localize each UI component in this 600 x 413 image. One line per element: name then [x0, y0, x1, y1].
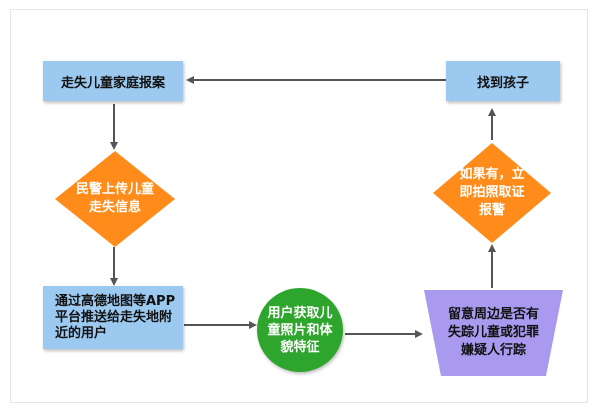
diamond-shape	[55, 151, 175, 247]
node-user-receive: 用户获取儿 童照片和体 貌特征	[257, 288, 343, 372]
node-user-receive-label: 用户获取儿 童照片和体 貌特征	[267, 305, 333, 355]
node-app-push-label: 通过高德地图等APP 平台推送给走失地附 近的用户	[55, 293, 176, 341]
node-family-report-label: 走失儿童家庭报案	[60, 75, 165, 91]
node-app-push: 通过高德地图等APP 平台推送给走失地附 近的用户	[43, 286, 183, 349]
trapezoid-shape	[424, 290, 563, 376]
node-family-report: 走失儿童家庭报案	[43, 61, 183, 101]
node-watch-surroundings: 留意周边是否有 失踪儿童或犯罪 嫌疑人行踪	[424, 290, 563, 376]
diamond-shape	[433, 143, 551, 243]
node-if-yes: 如果有，立 即拍照取证 报警	[432, 142, 552, 244]
node-watch-surroundings-label: 留意周边是否有 失踪儿童或犯罪 嫌疑人行踪	[447, 307, 539, 358]
node-child-found-label: 找到孩子	[476, 75, 529, 91]
node-if-yes-label: 如果有，立 即拍照取证 报警	[459, 167, 525, 218]
node-police-upload: 民警上传儿童 走失信息	[54, 150, 176, 248]
node-police-upload-label: 民警上传儿童 走失信息	[75, 182, 154, 215]
node-child-found: 找到孩子	[446, 61, 560, 101]
